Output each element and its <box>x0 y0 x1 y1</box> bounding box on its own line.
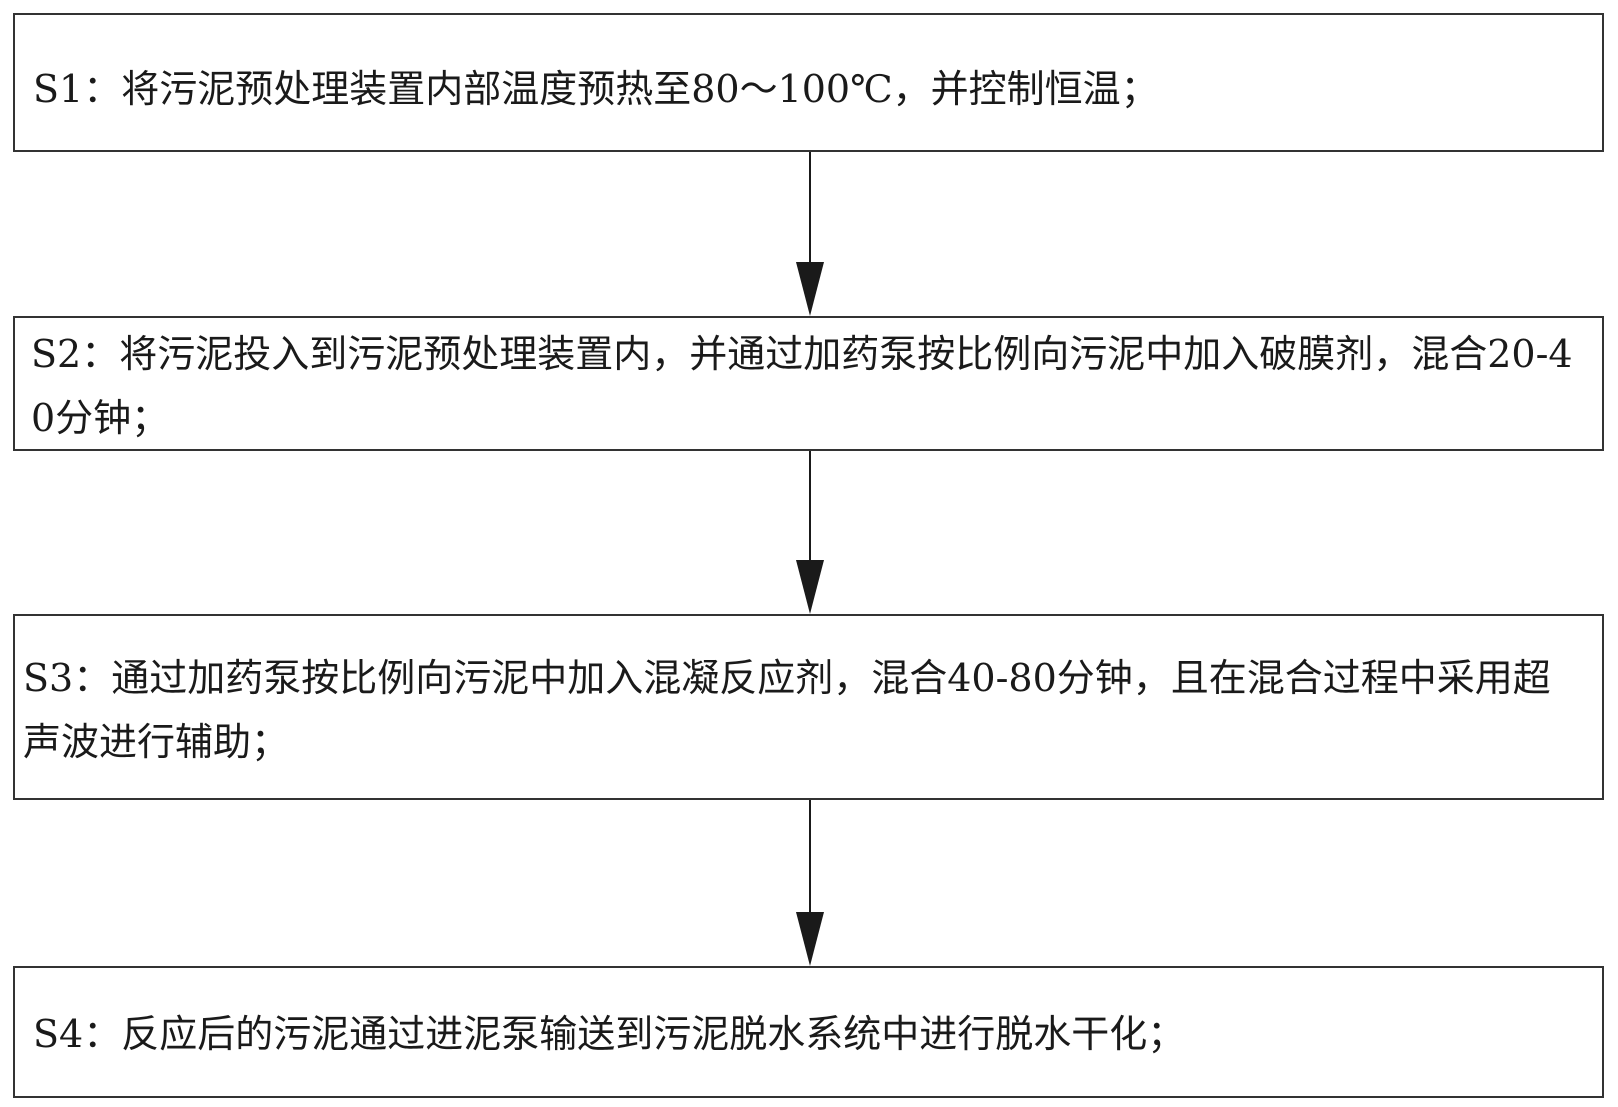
arrow-s2-to-s3 <box>796 451 824 614</box>
arrow-s3-to-s4 <box>796 800 824 966</box>
step-text-s2: S2：将污泥投入到污泥预处理装置内，并通过加药泵按比例向污泥中加入破膜剂，混合2… <box>31 332 1573 440</box>
step-box-s3: S3：通过加药泵按比例向污泥中加入混凝反应剂，混合40-80分钟，且在混合过程中… <box>13 614 1604 800</box>
step-text-s1: S1：将污泥预处理装置内部温度预热至80～100℃，并控制恒温； <box>33 67 1159 111</box>
step-box-s1: S1：将污泥预处理装置内部温度预热至80～100℃，并控制恒温； <box>13 13 1604 152</box>
step-text-s3: S3：通过加药泵按比例向污泥中加入混凝反应剂，混合40-80分钟，且在混合过程中… <box>23 656 1551 764</box>
step-text-s4: S4：反应后的污泥通过进泥泵输送到污泥脱水系统中进行脱水干化； <box>33 1012 1186 1056</box>
step-box-s4: S4：反应后的污泥通过进泥泵输送到污泥脱水系统中进行脱水干化； <box>13 966 1604 1098</box>
arrow-s1-to-s2 <box>796 152 824 316</box>
step-box-s2: S2：将污泥投入到污泥预处理装置内，并通过加药泵按比例向污泥中加入破膜剂，混合2… <box>13 316 1604 451</box>
